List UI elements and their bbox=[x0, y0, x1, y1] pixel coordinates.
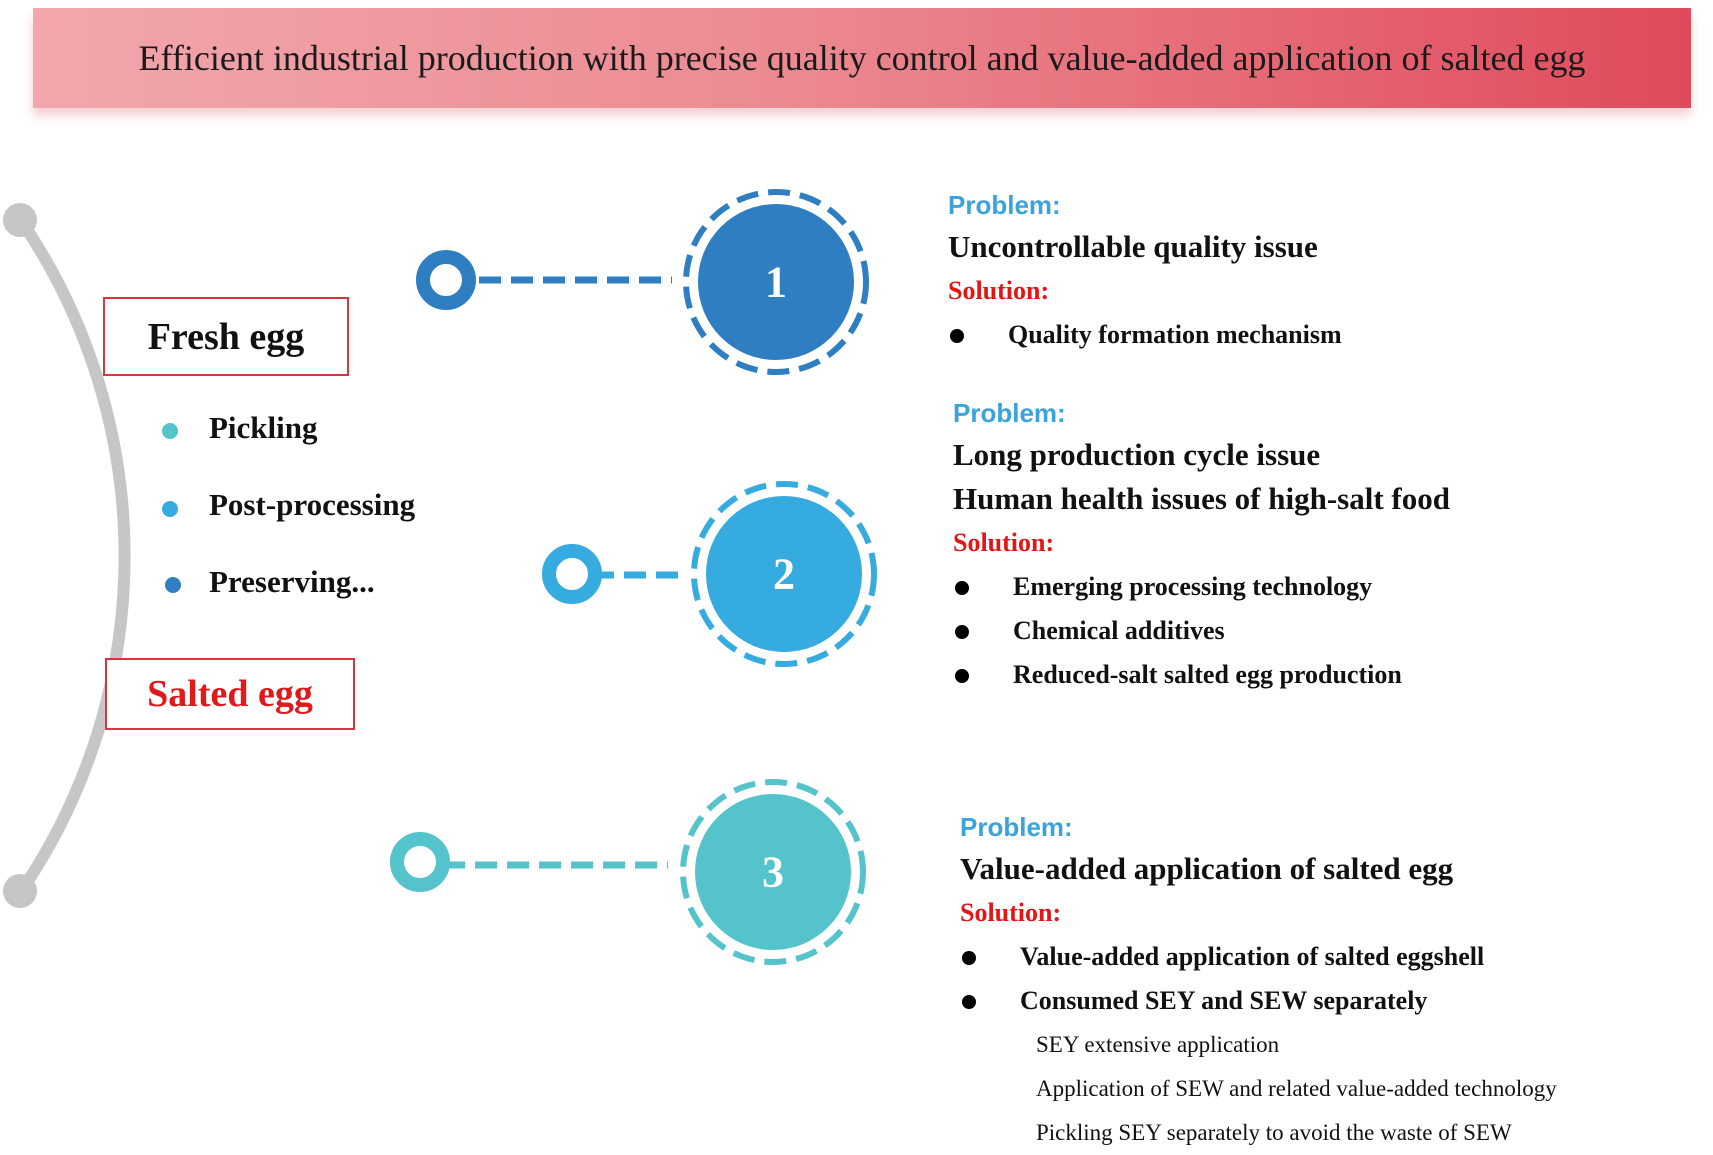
problem-label: Problem: bbox=[960, 812, 1073, 842]
sub-item: Application of SEW and related value-add… bbox=[1036, 1076, 1557, 1101]
solution-list: Value-added application of salted eggshe… bbox=[960, 935, 1557, 1023]
badge-3 bbox=[695, 794, 851, 950]
step-dot-post-processing bbox=[162, 501, 178, 517]
problem-text: Uncontrollable quality issue bbox=[948, 229, 1318, 264]
panel-1: Problem: Uncontrollable quality issue So… bbox=[948, 185, 1342, 357]
solution-item: Reduced-salt salted egg production bbox=[953, 653, 1450, 697]
anchor-1 bbox=[416, 250, 476, 310]
badge-1 bbox=[698, 204, 854, 360]
solution-label: Solution: bbox=[948, 276, 1050, 305]
sub-item: SEY extensive application bbox=[1036, 1032, 1280, 1057]
solution-item: Emerging processing technology bbox=[953, 565, 1450, 609]
badge-number-1: 1 bbox=[765, 258, 787, 307]
solution-list: Emerging processing technology Chemical … bbox=[953, 565, 1450, 697]
solution-list: Quality formation mechanism bbox=[948, 313, 1342, 357]
solution-label: Solution: bbox=[960, 898, 1062, 927]
problem-text: Value-added application of salted egg bbox=[960, 851, 1454, 886]
solution-item: Consumed SEY and SEW separately bbox=[960, 979, 1557, 1023]
step-pickling: Pickling bbox=[209, 410, 318, 445]
solution-label: Solution: bbox=[953, 528, 1055, 557]
dashed-ring-2 bbox=[691, 481, 877, 667]
dashed-ring-1 bbox=[683, 189, 869, 375]
arc-end-dot bbox=[3, 874, 37, 908]
fresh-egg-box: Fresh egg bbox=[103, 297, 349, 376]
node-2: 2 bbox=[542, 481, 877, 667]
problem-text: Human health issues of high-salt food bbox=[953, 481, 1450, 516]
solution-item: Chemical additives bbox=[953, 609, 1450, 653]
step-dot-pickling bbox=[162, 423, 178, 439]
node-3: 3 bbox=[390, 779, 866, 965]
arc-start-dot bbox=[3, 203, 37, 237]
dashed-ring-3 bbox=[680, 779, 866, 965]
step-dot-preserving bbox=[165, 577, 181, 593]
solution-item: Quality formation mechanism bbox=[948, 313, 1342, 357]
badge-number-3: 3 bbox=[762, 848, 784, 897]
problem-label: Problem: bbox=[948, 190, 1061, 220]
step-post-processing: Post-processing bbox=[209, 487, 416, 522]
panel-2: Problem: Long production cycle issue Hum… bbox=[953, 393, 1450, 697]
panel-3: Problem: Value-added application of salt… bbox=[960, 807, 1557, 1155]
badge-2 bbox=[706, 496, 862, 652]
solution-item: Value-added application of salted eggshe… bbox=[960, 935, 1557, 979]
step-preserving: Preserving... bbox=[209, 564, 375, 599]
process-arc bbox=[16, 216, 131, 896]
sub-item: Pickling SEY separately to avoid the was… bbox=[1036, 1120, 1512, 1145]
problem-text: Long production cycle issue bbox=[953, 437, 1321, 472]
salted-egg-box: Salted egg bbox=[105, 658, 355, 730]
anchor-2 bbox=[542, 544, 602, 604]
badge-number-2: 2 bbox=[773, 550, 795, 599]
problem-label: Problem: bbox=[953, 398, 1066, 428]
node-1: 1 bbox=[416, 189, 869, 375]
title-banner: Efficient industrial production with pre… bbox=[33, 8, 1691, 108]
anchor-3 bbox=[390, 832, 450, 892]
diagram-title: Efficient industrial production with pre… bbox=[138, 38, 1586, 78]
